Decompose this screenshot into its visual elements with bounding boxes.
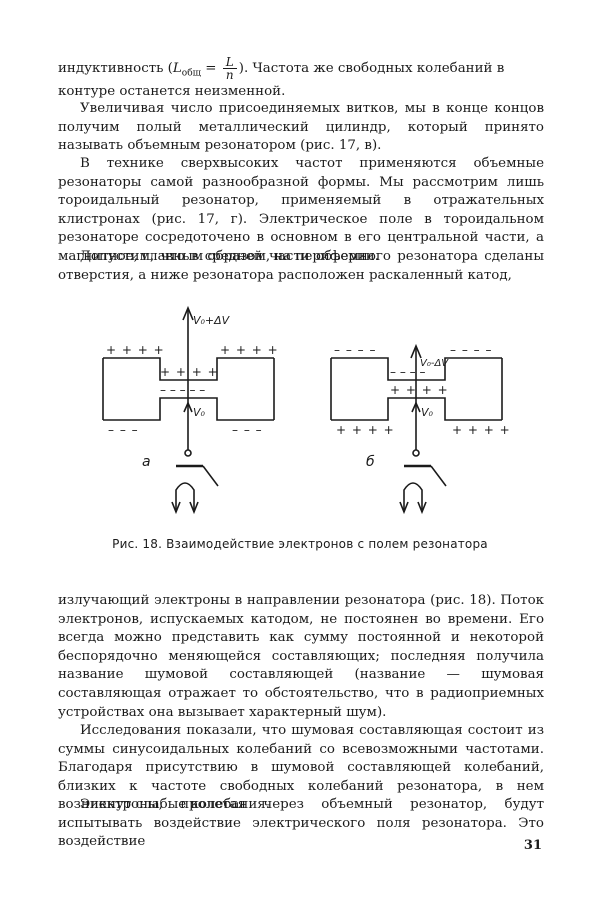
panel-a-label: а: [142, 454, 151, 470]
text-span: индуктивность (: [58, 61, 173, 76]
charges-a-top-right: + + + +: [220, 343, 279, 357]
beam-arrow: [410, 343, 422, 359]
fraction-numerator: L: [222, 56, 237, 69]
charges-a-top-left: + + + +: [106, 343, 165, 357]
paragraph-6: Исследования показали, что шумовая соста…: [58, 723, 544, 813]
panel-b-cathode: [399, 464, 447, 515]
panel-b-beam: [410, 343, 422, 457]
heater-arrow-left: [171, 501, 181, 515]
charges-a-gap-top: + + + +: [160, 365, 219, 379]
paragraph-1-line-2: контуре останется неизменной.: [58, 84, 286, 100]
cathode-lead: [202, 465, 219, 487]
fraction-denominator: n: [225, 68, 234, 82]
beam-emitter-dot: [184, 449, 192, 457]
label-b-top-voltage: V₀-ΔV: [420, 358, 449, 369]
beam-arrow: [182, 305, 194, 321]
charges-a-gap-bottom: – – – – –: [160, 383, 205, 397]
beam-arrow-lower: [411, 401, 421, 413]
paragraph-2: Увеличивая число присоединяемых витков, …: [58, 101, 544, 154]
paragraph-4: Допустим, что в средней части объемного …: [58, 249, 544, 283]
paragraph-7: Электроны, пролетая через объемный резон…: [58, 797, 544, 850]
panel-b-label: б: [366, 454, 375, 470]
label-a-bottom-voltage: V₀: [193, 406, 206, 419]
figure-caption: Рис. 18. Взаимодействие электронов с пол…: [112, 537, 488, 551]
symbol-L: L: [172, 61, 182, 76]
paragraph-3: В технике сверхвысоких частот применяютс…: [58, 156, 544, 264]
page-number: 31: [523, 838, 542, 853]
label-a-top-voltage: V₀+ΔV: [193, 314, 231, 327]
heater-arrow-left: [399, 501, 409, 515]
charges-b-gap-top: – – – –: [390, 365, 425, 379]
charges-b-bottom-right: + + + +: [452, 423, 511, 437]
heater-filament: [175, 482, 195, 512]
beam-arrow-lower: [183, 401, 193, 413]
beam-emitter-dot: [412, 449, 420, 457]
charges-a-bottom-left: – – –: [108, 423, 139, 437]
heater-arrow-right: [189, 501, 199, 515]
charges-b-bottom-left: + + + +: [336, 423, 395, 437]
panel-a-beam: [182, 305, 194, 457]
paragraph-5: излучающий электроны в направлении резон…: [58, 593, 544, 720]
charges-b-gap-bottom: + + + +: [390, 383, 449, 397]
text-span: ). Частота же свободных колебаний в: [238, 61, 505, 76]
cathode-lead: [430, 465, 447, 487]
heater-arrow-right: [417, 501, 427, 515]
figure-18-diagram: V₀+ΔV V₀ + + + + + + + + + + + + – – – –…: [102, 305, 511, 515]
charges-b-top-right: – – – –: [450, 343, 492, 357]
subscript-total: общ: [181, 68, 202, 79]
label-b-bottom-voltage: V₀: [421, 406, 434, 419]
panel-a-cathode: [171, 464, 219, 515]
heater-filament: [403, 482, 423, 512]
equals-sign: =: [201, 61, 221, 76]
charges-b-top-left: – – – –: [334, 343, 376, 357]
charges-a-bottom-right: – – –: [232, 423, 263, 437]
